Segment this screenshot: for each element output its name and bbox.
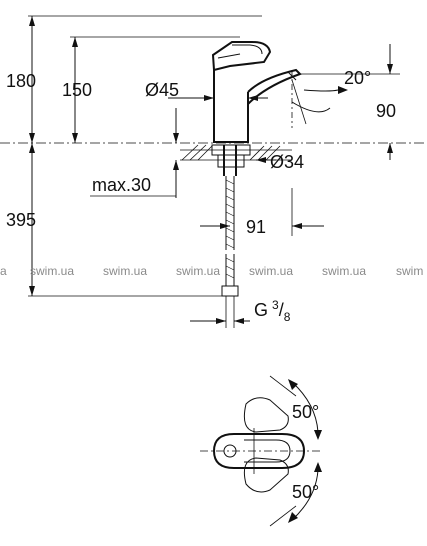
dim-150-label: 150 [62, 80, 92, 100]
watermark-text: swim.ua [249, 264, 293, 278]
plan-view: 50° 50° [200, 375, 322, 527]
angle-50-top-label: 50° [292, 402, 319, 422]
watermark-text: swim [396, 264, 423, 278]
dimension-180: 180 [6, 16, 36, 143]
dimension-90: 90 [300, 44, 400, 160]
watermark-text: swim.ua [30, 264, 74, 278]
watermark-text: swim.ua [322, 264, 366, 278]
thread-denominator: 8 [284, 310, 291, 324]
faucet-body [211, 41, 302, 143]
diameter-45: Ø45 [145, 80, 268, 101]
dimension-91: 91 [200, 188, 324, 237]
dim-34-label: Ø34 [270, 152, 304, 172]
thread-slash: / [279, 300, 284, 320]
angle-50-bottom-label: 50° [292, 482, 319, 502]
dimension-150: 150 [62, 37, 92, 143]
dimension-395: 395 [6, 143, 36, 296]
thread-g: G [254, 300, 268, 320]
thread-numerator: 3 [272, 298, 279, 312]
counter-section [180, 144, 292, 176]
spout-angle: 20° [291, 68, 371, 128]
dimension-max30: max.30 [90, 108, 179, 198]
dim-90-label: 90 [376, 101, 396, 121]
dim-91-label: 91 [246, 217, 266, 237]
extension-lines [28, 15, 262, 297]
watermark-text: swim.ua [176, 264, 220, 278]
supply-hose [221, 176, 239, 328]
dim-395-label: 395 [6, 210, 36, 230]
dim-max30-label: max.30 [92, 175, 151, 195]
counter-top-line [0, 142, 427, 151]
angle-20-label: 20° [344, 68, 371, 88]
watermark-text: a [0, 264, 7, 278]
dim-45-label: Ø45 [145, 80, 179, 100]
diameter-34: Ø34 [256, 152, 304, 172]
watermark-row: a swim.ua swim.ua swim.ua swim.ua swim.u… [0, 264, 423, 278]
watermark-text: swim.ua [103, 264, 147, 278]
dim-180-label: 180 [6, 71, 36, 91]
